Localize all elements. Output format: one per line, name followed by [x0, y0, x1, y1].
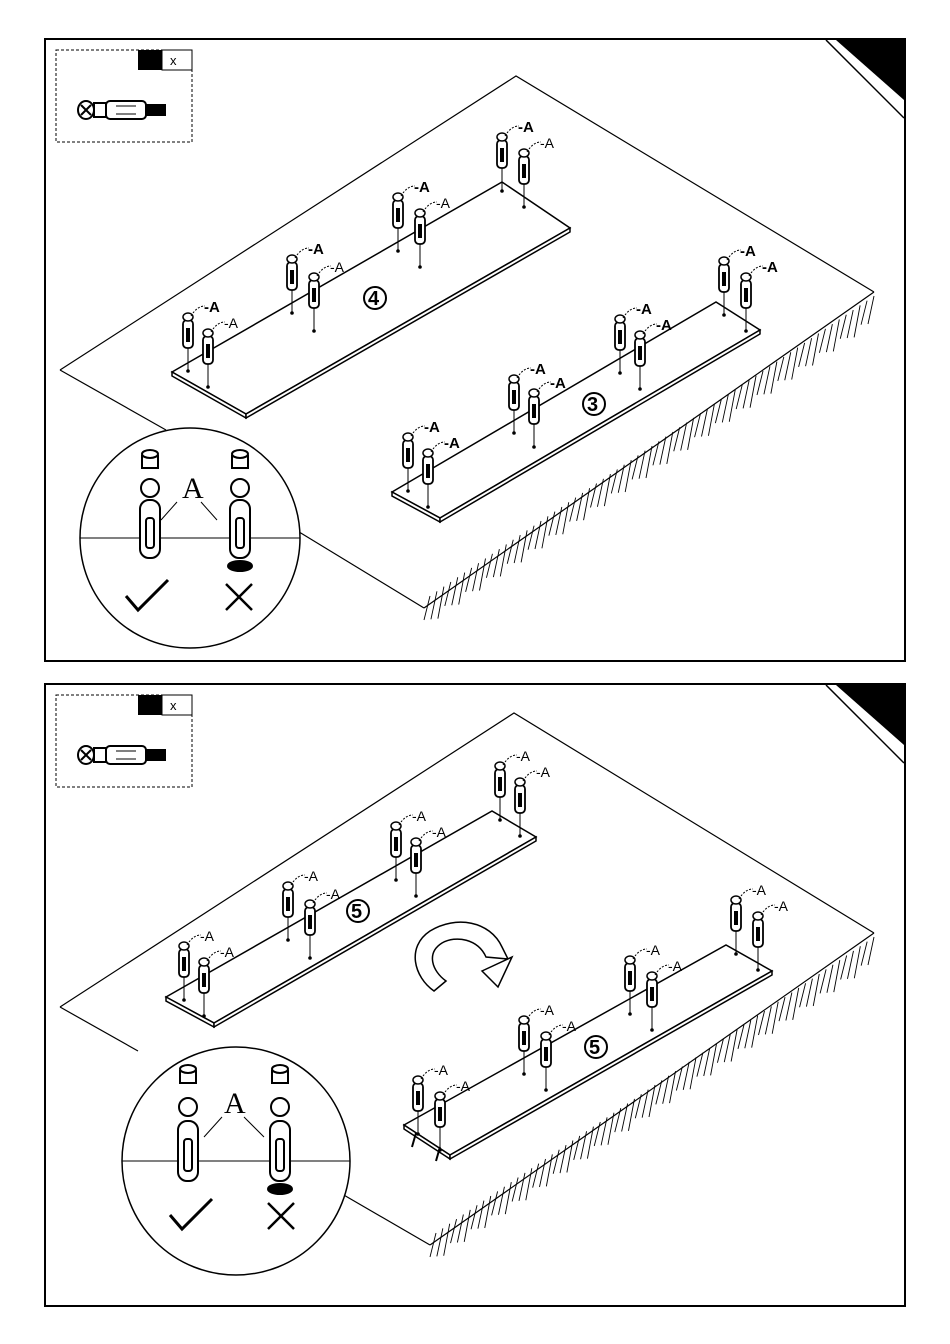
detail-callout: A [80, 428, 300, 648]
part-label-a: -A [636, 301, 652, 318]
bolt-wrong [228, 450, 252, 571]
part-label-a: -A [304, 868, 319, 884]
svg-text:5: 5 [351, 901, 362, 923]
part-label-a: -A [530, 361, 546, 378]
part-label-a: -A [516, 748, 531, 764]
bolt-correct [140, 450, 160, 558]
part-label-a: -A [330, 259, 345, 275]
cam-bolt: -A [753, 898, 789, 972]
part-label-a: -A [774, 898, 789, 914]
legend-box: x [56, 50, 192, 142]
part-label-a: -A [432, 824, 447, 840]
part-label-a: -A [414, 179, 430, 196]
part-label-a: -A [434, 1062, 449, 1078]
part-label-a: -A [220, 944, 235, 960]
part-label-a: -A [308, 241, 324, 258]
step-panel-2: x [44, 683, 906, 1307]
cam-bolt-icon [78, 101, 166, 119]
part-label-a: -A [518, 119, 534, 136]
detail-callout: A [122, 1047, 350, 1275]
cam-bolt-icon [78, 746, 166, 764]
assembly-diagram-1: x [46, 40, 904, 660]
svg-text:3: 3 [587, 394, 598, 416]
cam-bolt: -A [519, 135, 555, 209]
part-label-a: -A [656, 317, 672, 334]
part-label-a: -A [740, 243, 756, 260]
svg-text:4: 4 [368, 288, 380, 310]
part-label-a: -A [668, 958, 683, 974]
callout-label: A [182, 472, 204, 505]
svg-text:5: 5 [589, 1037, 600, 1059]
quantity-label: x [170, 53, 177, 68]
part-label-a: -A [536, 764, 551, 780]
callout-label: A [224, 1087, 246, 1120]
cam-bolt: -A [515, 764, 551, 838]
part-label-a: -A [424, 419, 440, 436]
part-label-a: -A [444, 435, 460, 452]
corner-tab [836, 40, 904, 100]
rotate-arrow-icon [415, 922, 512, 991]
part-label-a: -A [456, 1078, 471, 1094]
part-label-a: -A [762, 259, 778, 276]
assembly-diagram-2: x [46, 685, 904, 1305]
legend-box: x [56, 695, 192, 787]
corner-tab [836, 685, 904, 745]
part-label-a: -A [412, 808, 427, 824]
part-label-a: -A [204, 299, 220, 316]
quantity-label: x [170, 698, 177, 713]
part-label-a: -A [540, 1002, 555, 1018]
part-label-a: -A [752, 882, 767, 898]
part-label-a: -A [200, 928, 215, 944]
part-label-a: -A [436, 195, 451, 211]
step-panel-1: x [44, 38, 906, 662]
part-label-a: -A [646, 942, 661, 958]
part-label-a: -A [326, 886, 341, 902]
bolt-correct [178, 1065, 198, 1181]
board-3 [392, 302, 760, 522]
part-label-a: -A [224, 315, 239, 331]
part-label-a: -A [562, 1018, 577, 1034]
part-label-a: -A [550, 375, 566, 392]
part-label-a: -A [540, 135, 555, 151]
